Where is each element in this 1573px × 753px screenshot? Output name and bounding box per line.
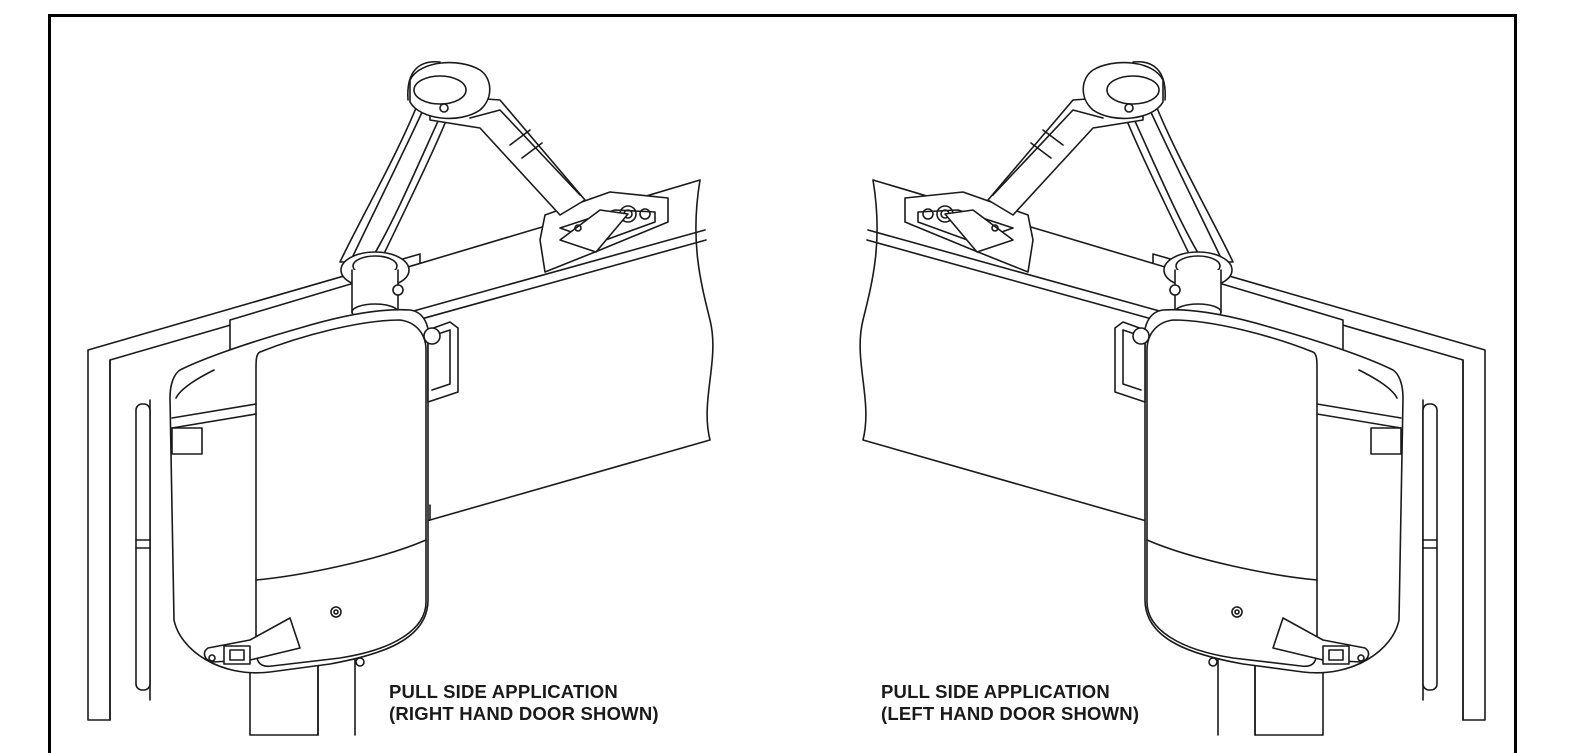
caption-line-2: (LEFT HAND DOOR SHOWN) — [881, 703, 1140, 724]
elbow-hub — [409, 61, 491, 120]
elbow-hub — [1082, 61, 1164, 120]
caption-right-hand-door: PULL SIDE APPLICATION (RIGHT HAND DOOR S… — [389, 681, 659, 725]
right-hand-door-illustration — [87, 60, 714, 736]
secondary-arm — [987, 94, 1144, 216]
caption-line-1: PULL SIDE APPLICATION — [881, 681, 1110, 702]
caption-left-hand-door: PULL SIDE APPLICATION (LEFT HAND DOOR SH… — [881, 681, 1139, 725]
caption-line-1: PULL SIDE APPLICATION — [389, 681, 618, 702]
sheet-border — [48, 14, 1517, 753]
hinge — [135, 403, 151, 691]
left-hand-door-illustration — [859, 60, 1486, 736]
caption-line-2: (RIGHT HAND DOOR SHOWN) — [389, 703, 659, 724]
hinge — [1422, 403, 1438, 691]
secondary-arm — [429, 94, 586, 216]
